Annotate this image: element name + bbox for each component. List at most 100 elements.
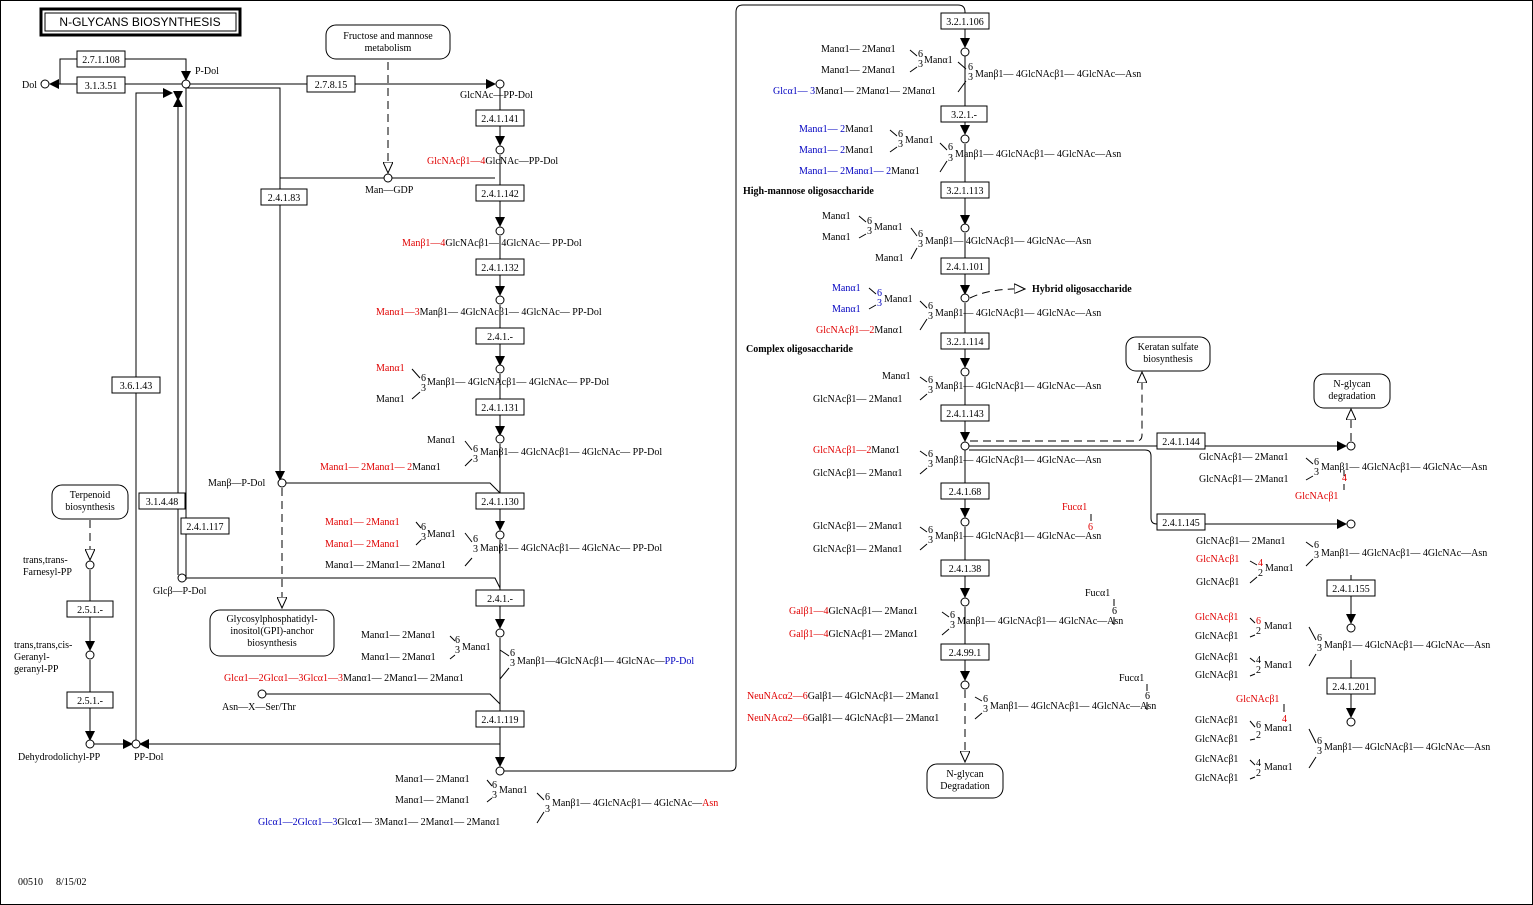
enzyme-box[interactable]: 2.4.1.143: [940, 404, 990, 422]
compound-label: GlcNAcβ1: [1195, 715, 1238, 726]
compound-label: 3: [877, 298, 882, 309]
map-label: Fructose and mannose: [343, 31, 433, 42]
enzyme-label: 2.4.1.117: [186, 522, 223, 533]
compound-label: GlcNAcβ1: [1195, 670, 1238, 681]
compound-label: Glcα1—2Glcα1—3Glcα1—3: [224, 673, 343, 684]
compound-label: 3: [928, 311, 933, 322]
compound-label: 3: [928, 385, 933, 396]
map-nglycan-degradation-bottom[interactable]: N-glycan Degradation: [926, 763, 1004, 799]
compound-label: 6: [1112, 606, 1117, 617]
enzyme-box[interactable]: 2.4.1.142: [475, 184, 525, 202]
map-keratan-sulfate[interactable]: Keratan sulfate biosynthesis: [1125, 336, 1211, 372]
compound-label: trans,trans,cis-: [14, 640, 72, 651]
compound-label: Manβ1— 4GlcNAcβ1— 4GlcNAc—Asn: [935, 531, 1101, 542]
compound-label: 6: [928, 449, 933, 460]
enzyme-label: 2.4.1.201: [1332, 682, 1370, 693]
enzyme-box[interactable]: 2.4.1.201: [1326, 677, 1376, 695]
compound-label: 6: [1314, 457, 1319, 468]
enzyme-box[interactable]: 3.2.1.106: [940, 12, 990, 30]
compound-label: 6: [898, 129, 903, 140]
compound-label: Manα1: [427, 529, 456, 540]
column2-chain: [960, 56, 1347, 762]
compound-label: Manα1— 2Manα1— 2Manα1: [343, 673, 464, 684]
compound-label: Manβ1— 4GlcNAcβ1— 4GlcNAc—Asn: [975, 69, 1141, 80]
compound-label: Manα1— 2Manα1— 2Manα1: [320, 462, 441, 473]
compound-label: 6: [877, 288, 882, 299]
compound-label: 3: [948, 153, 953, 164]
compound-label: Geranyl-: [14, 652, 50, 663]
compound-label: GlcNAcβ1—2: [813, 445, 871, 456]
enzyme-box[interactable]: 2.4.1.119: [475, 710, 525, 728]
enzyme-box[interactable]: 2.4.1.130: [475, 492, 525, 510]
enzyme-box[interactable]: 2.4.1.144: [1156, 432, 1206, 450]
enzyme-box[interactable]: 2.7.1.108: [76, 50, 126, 68]
enzyme-box[interactable]: 2.5.1.-: [66, 600, 114, 618]
compound-label: GlcNAcβ1: [1195, 773, 1238, 784]
compound-label: NeuNAcα2—6: [747, 691, 808, 702]
enzyme-box[interactable]: 2.5.1.-: [66, 691, 114, 709]
compound-label: Manβ1— 4GlcNAcβ1— 4GlcNAc— PP-Dol: [480, 447, 662, 458]
compound-label: Manβ1— 4GlcNAcβ1— 4GlcNAc—Asn: [1321, 548, 1487, 559]
compound-label: Manβ—P-Dol: [208, 478, 266, 489]
enzyme-box[interactable]: 2.4.1.132: [475, 258, 525, 276]
compound-label: Manα1: [924, 55, 953, 66]
map-label: biosynthesis: [247, 638, 297, 649]
enzyme-box[interactable]: 2.4.1.68: [940, 482, 990, 500]
compound-label: Manβ1— 4GlcNAcβ1— 4GlcNAc—Asn: [1324, 742, 1490, 753]
enzyme-box[interactable]: 2.4.1.131: [475, 398, 525, 416]
map-fructose-mannose[interactable]: Fructose and mannose metabolism: [325, 24, 451, 60]
enzyme-box[interactable]: 2.4.1.-: [475, 327, 525, 345]
compound-label: 4: [1256, 655, 1261, 666]
enzyme-label: 2.4.99.1: [949, 648, 982, 659]
compound-label: 6: [1256, 720, 1261, 731]
compound-label: Galβ1—4GlcNAcβ1— 2Manα1: [789, 629, 918, 640]
compound-label: GlcNAcβ1: [1196, 554, 1239, 565]
enzyme-label: 2.4.1.-: [487, 332, 513, 343]
compound-label: Hybrid oligosaccharide: [1032, 284, 1132, 295]
enzyme-box[interactable]: 3.1.3.51: [76, 76, 126, 94]
map-terpenoid[interactable]: Terpenoid biosynthesis: [51, 484, 129, 520]
enzyme-box[interactable]: 3.6.1.43: [111, 376, 161, 394]
enzyme-box[interactable]: 2.4.1.83: [260, 188, 308, 206]
enzyme-box[interactable]: 2.4.1.-: [475, 589, 525, 607]
enzyme-box[interactable]: 2.4.1.141: [475, 109, 525, 127]
compound-label: 6: [928, 525, 933, 536]
enzyme-box[interactable]: 2.4.1.117: [180, 517, 230, 535]
map-nglycan-degradation-right[interactable]: N-glycan degradation: [1313, 373, 1391, 409]
compound-label: GlcNAcβ1: [1196, 577, 1239, 588]
enzyme-box[interactable]: 2.4.1.38: [940, 559, 990, 577]
compound-label: 6: [1088, 522, 1093, 533]
compound-label: Manβ1—4GlcNAcβ1— 4GlcNAc—: [517, 656, 666, 667]
compound-label: Galβ1— 4GlcNAcβ1— 2Manα1: [808, 713, 940, 724]
enzyme-label: 2.4.1.155: [1332, 584, 1370, 595]
compound-label: Manα1: [1265, 563, 1294, 574]
compound-label: Manα1— 2Manα1: [799, 145, 874, 156]
compound-label: Manα1: [832, 304, 861, 315]
enzyme-box[interactable]: 3.2.1.114: [940, 332, 990, 350]
enzyme-box[interactable]: 2.4.1.155: [1326, 579, 1376, 597]
compound-label: 6: [473, 534, 478, 545]
compound-label: Manβ1— 4GlcNAcβ1— 4GlcNAc— PP-Dol: [427, 377, 609, 388]
compound-label: Manβ1— 4GlcNAcβ1— 4GlcNAc—Asn: [1321, 462, 1487, 473]
enzyme-box[interactable]: 3.1.4.48: [138, 492, 186, 510]
compound-label: Manα1— 2Manα1: [821, 65, 896, 76]
map-gpi-anchor[interactable]: Glycosylphosphatidyl- inositol(GPI)-anch…: [209, 609, 335, 657]
compound-label: 6: [983, 694, 988, 705]
enzyme-box[interactable]: 2.4.99.1: [940, 643, 990, 661]
enzyme-box[interactable]: 3.2.1.113: [940, 181, 990, 199]
compound-label: 6: [948, 142, 953, 153]
compound-label: Manα1: [1264, 762, 1293, 773]
compound-label: Galβ1—4: [789, 606, 829, 617]
enzyme-box[interactable]: 2.4.1.145: [1156, 513, 1206, 531]
compound-label: Manα1: [376, 394, 405, 405]
compound-label: GlcNAcβ1— 2Manα1: [829, 606, 918, 617]
enzyme-box[interactable]: 3.2.1.-: [940, 105, 988, 123]
enzyme-box[interactable]: 2.7.8.15: [306, 75, 356, 93]
compound-label: Manβ1— 4GlcNAcβ1— 4GlcNAc— PP-Dol: [420, 307, 602, 318]
map-label: Degradation: [940, 781, 989, 792]
compound-label: PP-Dol: [665, 656, 695, 667]
compound-label: trans,trans-: [23, 555, 68, 566]
compound-label: 6: [928, 375, 933, 386]
compound-label: 4: [1342, 473, 1347, 484]
enzyme-box[interactable]: 2.4.1.101: [940, 257, 990, 275]
